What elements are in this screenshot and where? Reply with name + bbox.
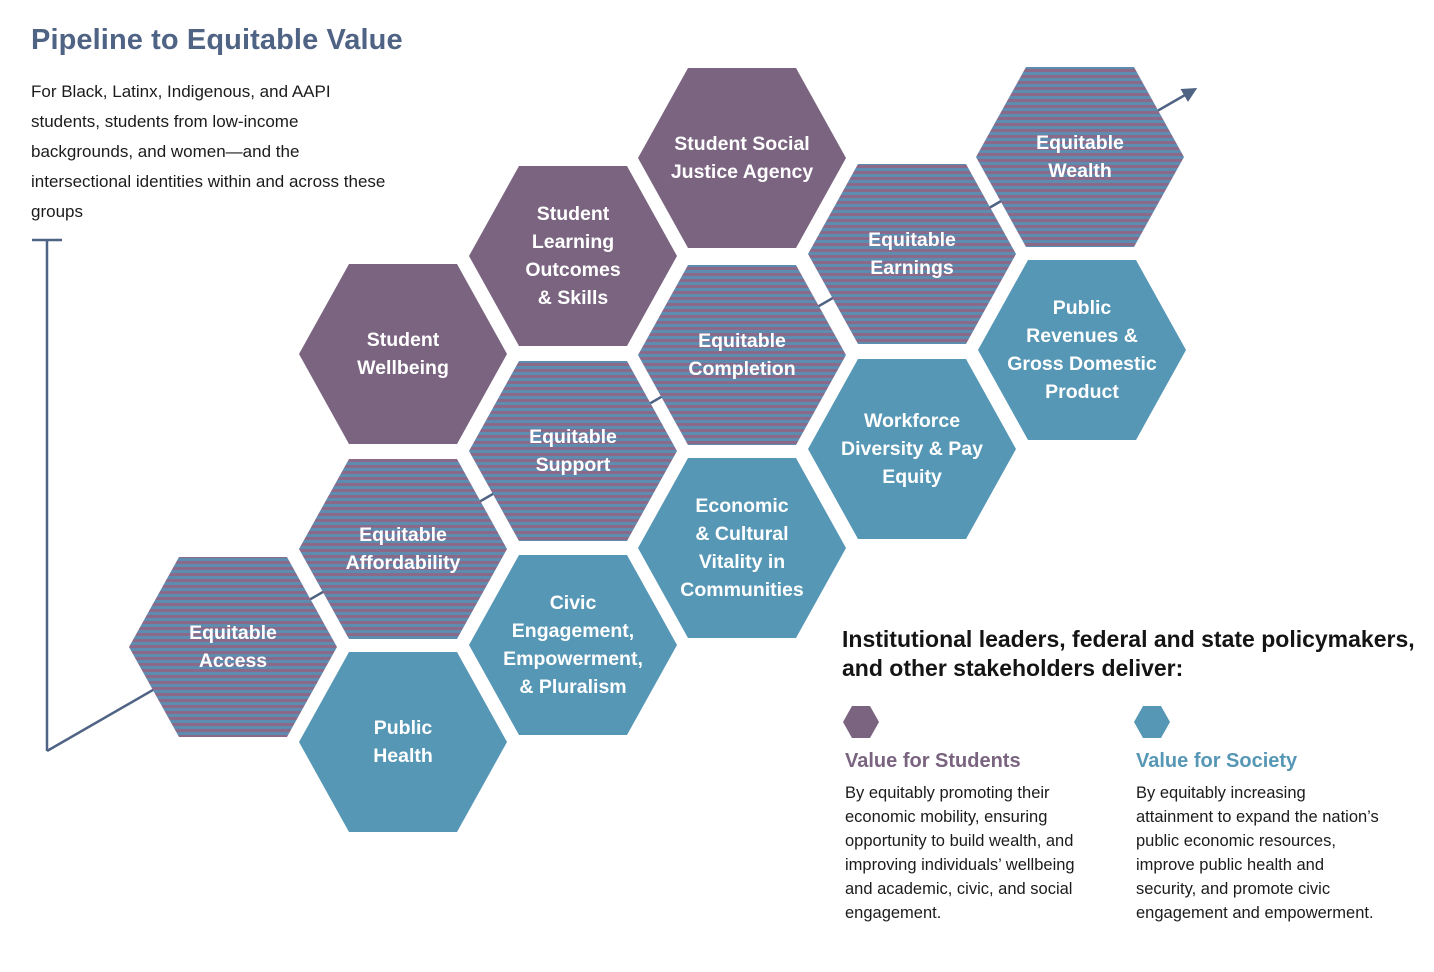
hex-label-line: Public bbox=[1053, 297, 1112, 319]
hex-shape bbox=[299, 264, 507, 444]
hex-label-line: Support bbox=[536, 454, 611, 476]
hex-label-line: Wellbeing bbox=[357, 357, 449, 379]
hex-shape bbox=[978, 260, 1186, 440]
hex-label-line: Earnings bbox=[870, 257, 954, 279]
hex-label-line: Gross Domestic bbox=[1007, 353, 1157, 375]
hex-shape bbox=[808, 164, 1016, 344]
hex-label-line: Access bbox=[199, 650, 267, 672]
students-swatch-icon bbox=[843, 706, 879, 738]
hex-label-line: Student Social bbox=[674, 133, 809, 155]
hex-shape bbox=[638, 458, 846, 638]
hex-label-line: Justice Agency bbox=[671, 161, 813, 183]
hex-label-line: Health bbox=[373, 745, 433, 767]
hex-label-line: Civic bbox=[550, 592, 597, 614]
hex-label-line: Equitable bbox=[1036, 132, 1124, 154]
legend-students-description: By equitably promoting their economic mo… bbox=[845, 784, 1075, 922]
hex-label-line: Economic bbox=[695, 495, 788, 517]
legend-society-description: By equitably increasing attainment to ex… bbox=[1136, 784, 1379, 922]
hex-label-line: Revenues & bbox=[1026, 325, 1138, 347]
hex-label-line: Outcomes bbox=[525, 259, 621, 281]
hex-shape bbox=[299, 459, 507, 639]
hex-label-line: Vitality in bbox=[699, 551, 785, 573]
hex-shape bbox=[129, 557, 337, 737]
hex-label-line: Learning bbox=[532, 231, 614, 253]
hex-label-line: Completion bbox=[688, 358, 795, 380]
hex-shape bbox=[469, 361, 677, 541]
hex-label-line: Diversity & Pay bbox=[841, 438, 983, 460]
hex-label-line: Public bbox=[374, 717, 433, 739]
hex-shape bbox=[469, 555, 677, 735]
hex-label-line: & Pluralism bbox=[519, 676, 626, 698]
hex-label-line: Communities bbox=[680, 579, 804, 601]
hex-label-line: & Cultural bbox=[695, 523, 788, 545]
hex-label-line: Product bbox=[1045, 381, 1119, 403]
page-title: Pipeline to Equitable Value bbox=[31, 24, 403, 56]
hex-shape bbox=[638, 68, 846, 248]
hex-label-line: Equitable bbox=[189, 622, 277, 644]
hex-shape bbox=[469, 166, 677, 346]
hex-label-line: Student bbox=[537, 203, 610, 225]
hex-label-line: Wealth bbox=[1048, 160, 1112, 182]
hex-label-line: Engagement, bbox=[512, 620, 634, 642]
legend-heading: Institutional leaders, federal and state… bbox=[842, 626, 1415, 681]
hex-label-line: & Skills bbox=[538, 287, 609, 309]
society-swatch-icon bbox=[1134, 706, 1170, 738]
hex-label-line: Equitable bbox=[529, 426, 617, 448]
hex-label-line: Empowerment, bbox=[503, 648, 643, 670]
page-subtitle: For Black, Latinx, Indigenous, and AAPI … bbox=[31, 82, 386, 221]
hex-shape bbox=[638, 265, 846, 445]
hex-label-line: Student bbox=[367, 329, 440, 351]
hex-shape bbox=[976, 67, 1184, 247]
legend-society-title: Value for Society bbox=[1136, 750, 1298, 772]
hex-label-line: Equity bbox=[882, 466, 942, 488]
hex-label-line: Workforce bbox=[864, 410, 960, 432]
hex-shape bbox=[299, 652, 507, 832]
legend-students-title: Value for Students bbox=[845, 750, 1021, 772]
hex-label-line: Equitable bbox=[359, 524, 447, 546]
hex-label-line: Equitable bbox=[868, 229, 956, 251]
hex-shape bbox=[808, 359, 1016, 539]
hex-label-line: Affordability bbox=[346, 552, 461, 574]
hex-label-line: Equitable bbox=[698, 330, 786, 352]
